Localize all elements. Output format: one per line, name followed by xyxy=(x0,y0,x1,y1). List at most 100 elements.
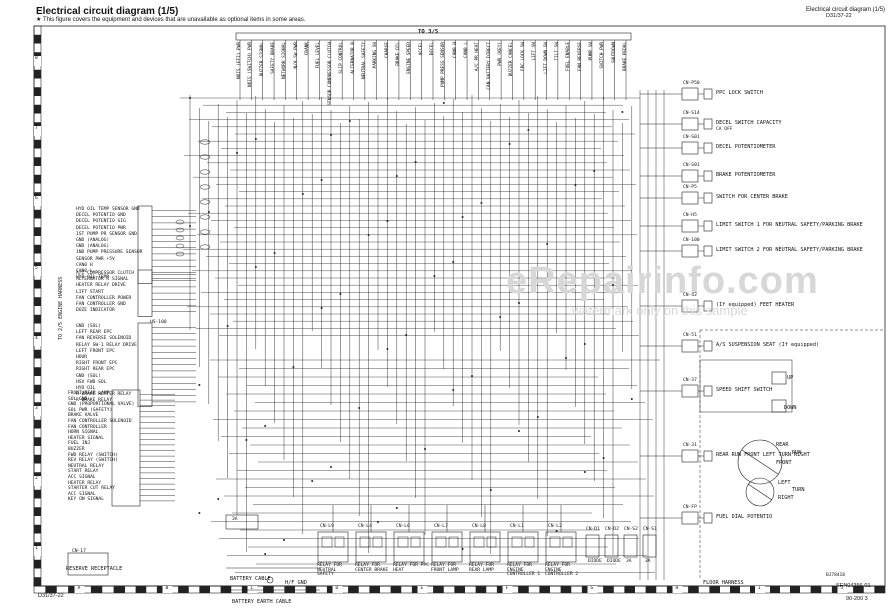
relay-connector-label: CN-L6 xyxy=(396,524,410,529)
ruler-tick xyxy=(34,69,41,79)
row-label: 2 xyxy=(35,476,38,481)
junction-dot xyxy=(518,430,520,432)
ruler-tick xyxy=(34,367,41,376)
controller-label: HEATER SIGNAL xyxy=(68,435,104,441)
ruler-label-bg xyxy=(34,476,41,486)
ruler-tick xyxy=(34,524,41,534)
component-connector-label: CN-P5 xyxy=(683,185,697,190)
junction-dot xyxy=(207,211,210,213)
junction-dot xyxy=(320,179,323,181)
component-connector xyxy=(681,191,699,205)
ruler-tick xyxy=(770,586,780,593)
junction-dot xyxy=(480,202,483,204)
ruler-label-bg xyxy=(332,586,343,593)
ruler-label-bg xyxy=(162,586,173,593)
ruler-tick xyxy=(45,586,57,593)
top-wire-label: FPC LOCK SW xyxy=(520,42,526,72)
column-label: G xyxy=(590,586,594,591)
component-connector xyxy=(681,511,699,525)
diode-connector-label: CN-D1 xyxy=(586,527,600,532)
relay-contact xyxy=(334,536,345,548)
relay-label: RELAY FOR CENTER BRAKE xyxy=(355,563,389,573)
component-label: FUEL DIAL POTENTIO xyxy=(716,514,773,520)
ruler-label-bg xyxy=(587,586,598,593)
ruler-tick xyxy=(34,87,41,96)
relay-coil xyxy=(511,536,523,548)
valve-signal-label: FAN REVERSE SOLENOID xyxy=(76,336,132,342)
top-wire-label: FUEL ENABLE xyxy=(566,42,572,72)
junction-dot xyxy=(461,216,464,218)
diagram-title: Electrical circuit diagram (1/5) xyxy=(36,6,179,17)
diode-label: 3A xyxy=(645,559,651,564)
fuse-box xyxy=(225,514,259,530)
component-symbol xyxy=(703,88,713,100)
valve-signal-label: HOUR xyxy=(76,355,88,360)
ruler-tick xyxy=(34,227,41,236)
switch-up-label: UP xyxy=(787,375,794,381)
relay-coil xyxy=(473,536,485,548)
switch-lever xyxy=(741,449,779,475)
relay-connector-label: CN-L1 xyxy=(510,524,524,529)
component-extra-label: CA OFF xyxy=(716,127,733,132)
switch-left-label: LEFT xyxy=(778,480,791,486)
component-connector-label: CN-100 xyxy=(683,238,700,243)
ruler-tick xyxy=(369,586,380,593)
ruler-tick xyxy=(199,586,210,593)
valve-signal-label: R-BRAKE RELAY xyxy=(76,398,112,404)
component-symbol xyxy=(703,142,713,154)
ruler-tick xyxy=(34,157,41,166)
engine-signal-label: HYD OIL TEMP xyxy=(76,275,110,281)
junction-dot xyxy=(536,416,539,418)
ruler-label-bg xyxy=(34,126,41,136)
switch-lever xyxy=(747,483,773,501)
controller-label: BUZZER xyxy=(68,447,85,452)
controller-label: HORN SIGNAL xyxy=(68,430,99,436)
junction-dot xyxy=(433,275,436,277)
ruler-tick xyxy=(475,586,487,593)
junction-dot xyxy=(527,129,530,131)
engine-signal-label: SENSOR PWR +5V xyxy=(76,256,115,262)
controller-connector xyxy=(111,389,141,507)
reserve-receptacle xyxy=(67,552,109,576)
ruler-tick xyxy=(220,586,232,593)
top-wire-label: BRAKE PEDAL xyxy=(623,42,628,72)
component-connector-label: CN-37 xyxy=(683,378,697,383)
top-wire-label: PARKING SW xyxy=(373,42,379,69)
footer-page-number: 90-200 3 xyxy=(846,596,868,602)
component-symbol xyxy=(703,220,713,232)
junction-dot xyxy=(311,480,314,482)
component-label: LIMIT SWITCH 1 FOR NEUTRAL SAFETY/PARKIN… xyxy=(716,222,863,228)
relay-connector-label: CN-L4 xyxy=(358,524,372,529)
relay-connector-label: CN-L9 xyxy=(320,524,334,529)
ruler-tick xyxy=(34,209,41,219)
diode-box xyxy=(604,534,619,558)
junction-dot xyxy=(320,307,323,309)
ruler-tick xyxy=(34,349,41,359)
engine-control-label: LIFT START xyxy=(76,289,104,295)
component-connector xyxy=(681,449,699,463)
top-wire-label: CAN0 L xyxy=(464,42,470,58)
top-wire-label: SWITCH PWR xyxy=(600,42,606,69)
twisted-pair xyxy=(199,154,211,160)
engine-signal-label: CAN0 L xyxy=(76,269,93,274)
column-label: C xyxy=(250,586,254,591)
junction-dot xyxy=(254,138,257,140)
ruler-tick xyxy=(348,586,359,593)
diode-connector-label: CN-S1 xyxy=(643,527,657,532)
top-wire-label: ACCEL xyxy=(418,42,424,56)
component-label: DECEL SWITCH CAPACITY xyxy=(716,120,782,126)
footer-doc-code: SEN04356-01 xyxy=(836,583,871,589)
junction-dot xyxy=(358,407,361,409)
switch-right-label: RIGHT xyxy=(778,495,794,501)
top-wire-label: PUMP PRESS SENSOR xyxy=(441,42,447,87)
relay-contact xyxy=(486,536,497,548)
diode-box xyxy=(623,534,638,558)
component-connector xyxy=(681,219,699,233)
ruler-label-bg xyxy=(34,56,41,66)
junction-dot xyxy=(442,102,445,104)
component-connector-label: CN-31 xyxy=(683,443,697,448)
component-connector-label: CN-51 xyxy=(683,333,697,338)
component-symbol xyxy=(703,340,713,352)
relay-coil xyxy=(549,536,561,548)
engine-signal-label: 1ST PUMP PR SENSOR GND xyxy=(76,231,137,237)
